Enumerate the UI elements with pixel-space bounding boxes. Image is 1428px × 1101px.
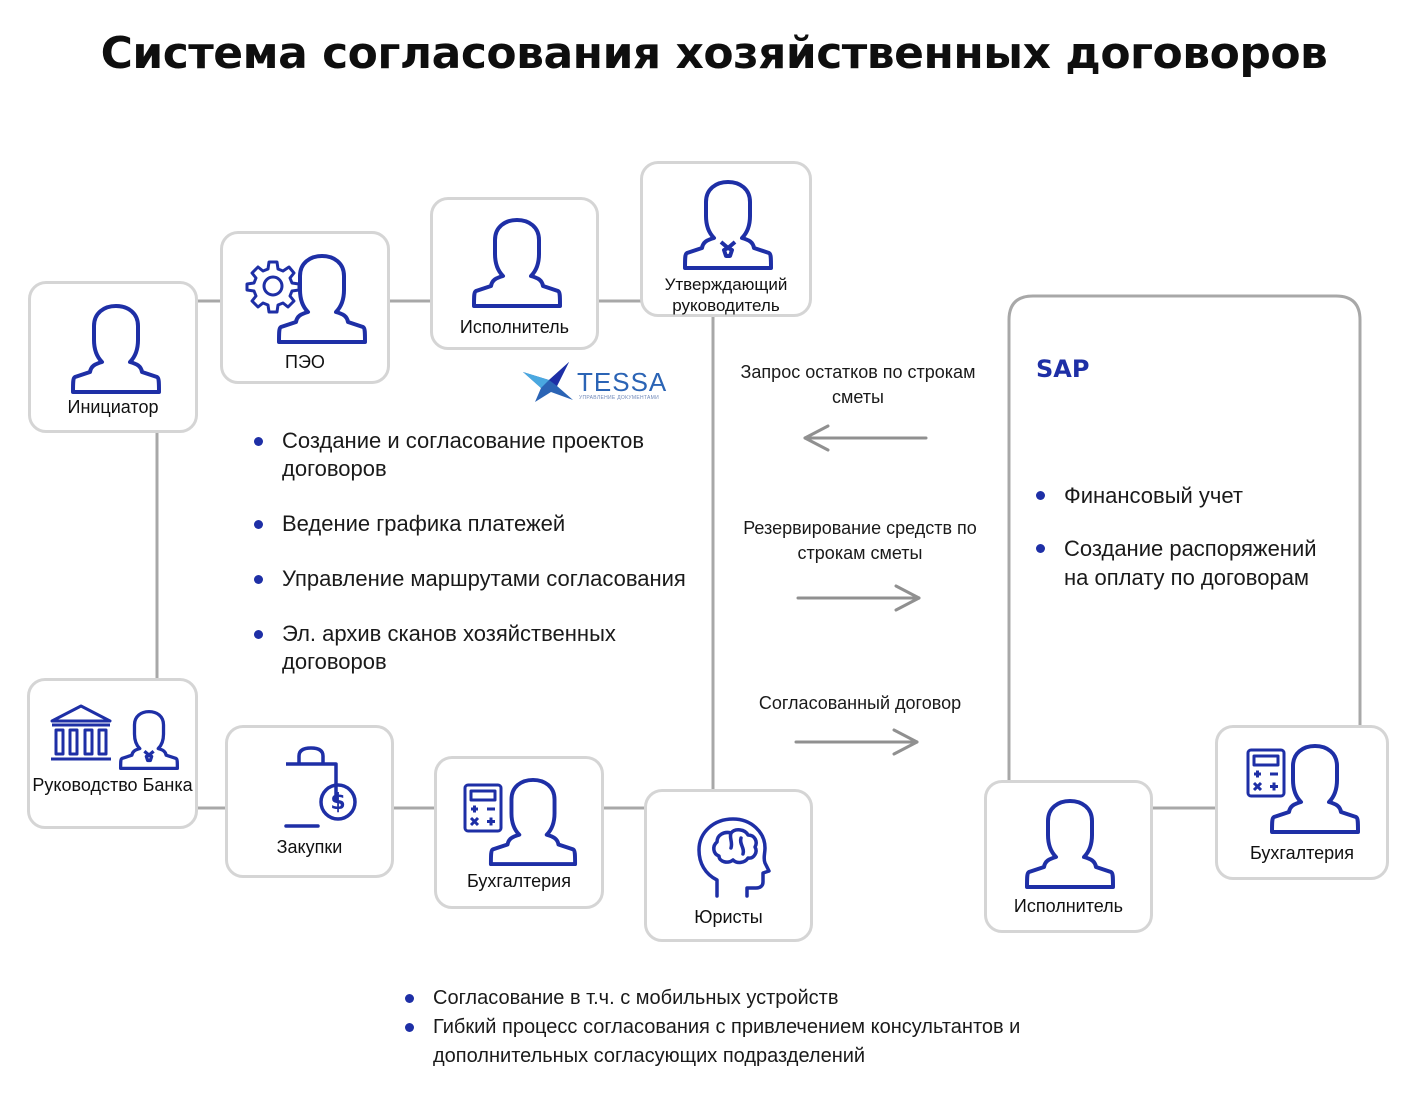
tessa-logo-text: TESSA bbox=[577, 367, 668, 397]
person-icon bbox=[277, 254, 367, 344]
svg-text:$: $ bbox=[330, 790, 345, 815]
node-accounting: Бухгалтерия bbox=[434, 756, 604, 909]
arrow-right-icon bbox=[794, 728, 919, 756]
gear-icon bbox=[245, 260, 301, 314]
arrow-right-icon bbox=[796, 584, 921, 612]
list-item: Эл. архив сканов хозяйственных договоров bbox=[252, 620, 692, 676]
node-initiator-label: Инициатор bbox=[67, 397, 159, 417]
list-item: Гибкий процесс согласования с привлечени… bbox=[403, 1013, 1123, 1071]
list-item: Управление маршрутами согласования bbox=[252, 565, 692, 593]
node-executor: Исполнитель bbox=[430, 197, 599, 350]
node-sap-accounting-label: Бухгалтерия bbox=[1250, 843, 1354, 863]
list-item: Ведение графика платежей bbox=[252, 510, 692, 538]
calculator-icon bbox=[463, 783, 503, 833]
person-icon bbox=[472, 218, 562, 308]
node-purchasing: $ Закупки bbox=[225, 725, 394, 878]
list-item: Финансовый учет bbox=[1034, 481, 1344, 510]
node-peo-label: ПЭО bbox=[285, 352, 325, 372]
tessa-bird-logo bbox=[523, 362, 573, 402]
bottom-notes-list: Согласование в т.ч. с мобильных устройст… bbox=[403, 984, 1123, 1071]
flow-agreed-label: Согласованный договор bbox=[758, 693, 962, 713]
node-executor-label: Исполнитель bbox=[459, 317, 570, 337]
node-approver-label: Утверждающий руководитель bbox=[664, 275, 788, 315]
person-icon bbox=[71, 304, 161, 394]
node-peo: ПЭО bbox=[220, 231, 390, 384]
page-title: Система согласования хозяйственных догов… bbox=[100, 28, 1328, 79]
node-sap-accounting: Бухгалтерия bbox=[1215, 725, 1389, 880]
node-initiator: Инициатор bbox=[28, 281, 198, 433]
shopping-bag-icon: $ bbox=[284, 746, 357, 828]
manager-icon bbox=[118, 709, 180, 771]
list-item: Согласование в т.ч. с мобильных устройст… bbox=[403, 984, 1123, 1013]
bank-building-icon bbox=[50, 704, 112, 761]
flow-reserve-label: Резервирование средств по строкам сметы bbox=[743, 518, 977, 563]
calculator-icon bbox=[1246, 748, 1286, 798]
tessa-logo-subtitle: УПРАВЛЕНИЕ ДОКУМЕНТАМИ bbox=[579, 395, 660, 401]
node-lawyers: Юристы bbox=[644, 789, 813, 942]
node-purchasing-label: Закупки bbox=[276, 837, 343, 857]
person-icon bbox=[1270, 744, 1360, 834]
sap-label: SAP bbox=[1036, 355, 1090, 383]
node-sap-executor: Исполнитель bbox=[984, 780, 1153, 933]
arrow-left-icon bbox=[803, 424, 928, 452]
person-icon bbox=[1025, 799, 1115, 889]
manager-icon bbox=[683, 180, 773, 270]
list-item: Создание и согласование проектов договор… bbox=[252, 427, 692, 483]
flow-request-label: Запрос остатков по строкам сметы bbox=[740, 362, 976, 407]
node-lawyers-label: Юристы bbox=[694, 907, 763, 927]
node-bank-management: Руководство Банка bbox=[27, 678, 198, 829]
node-accounting-label: Бухгалтерия bbox=[467, 871, 571, 891]
node-bank-management-label: Руководство Банка bbox=[32, 775, 193, 795]
node-sap-executor-label: Исполнитель bbox=[1013, 896, 1124, 916]
person-icon bbox=[488, 777, 578, 867]
node-approver: Утверждающий руководитель bbox=[640, 161, 812, 317]
list-item: Создание распоряжений на оплату по догов… bbox=[1034, 534, 1344, 592]
tessa-feature-list: Создание и согласование проектов договор… bbox=[252, 427, 692, 703]
sap-feature-list: Финансовый учет Создание распоряжений на… bbox=[1034, 481, 1344, 616]
brain-head-icon bbox=[697, 817, 771, 898]
